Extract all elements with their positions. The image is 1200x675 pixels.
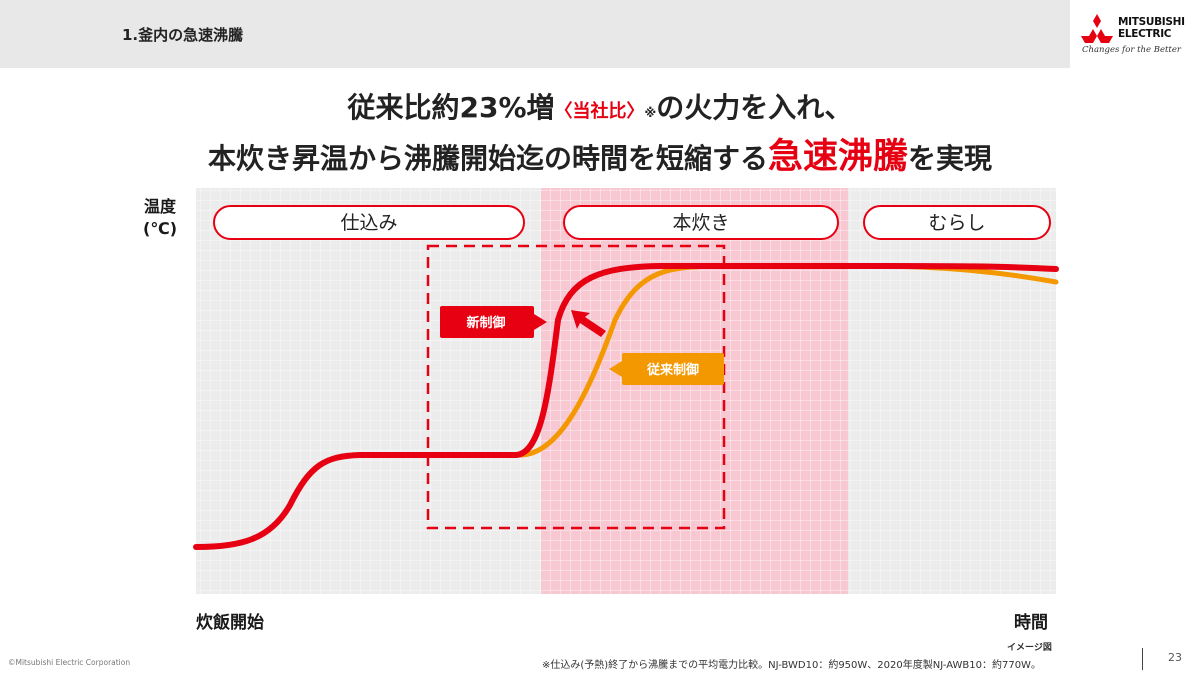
- logo-tagline: Changes for the Better: [1082, 45, 1181, 55]
- x-axis-start-label: 炊飯開始: [196, 613, 264, 633]
- headline-line2-red: 急速沸騰: [767, 137, 908, 177]
- phase-pill-murashi: むらし: [863, 205, 1051, 240]
- footer-divider: [1142, 648, 1143, 670]
- y-axis-label: 温度 (℃): [140, 196, 180, 240]
- logo-text-line2: ELECTRIC: [1118, 28, 1172, 40]
- page-title: 1.釜内の急速沸騰: [122, 26, 244, 44]
- header-bar: [0, 0, 1070, 68]
- phase-label-hondaki: 本炊き: [672, 212, 729, 234]
- headline-line1-note: ※: [644, 106, 657, 120]
- headline-line1-end: の火力を入れ、: [656, 91, 853, 124]
- old-control-label: 従来制御: [646, 362, 699, 378]
- phase-label-murashi: むらし: [928, 212, 985, 234]
- old-control-tag: 従来制御: [609, 353, 724, 385]
- headline-line2-end: を実現: [908, 142, 993, 175]
- page-number: 23: [1168, 651, 1182, 664]
- dashed-focus-box: [426, 244, 726, 530]
- phase-pill-hondaki: 本炊き: [563, 205, 839, 240]
- logo-text-line1: MITSUBISHI: [1118, 16, 1185, 28]
- footnote: ※仕込み(予熱)終了から沸騰までの平均電力比較。NJ-BWD10：約950W、2…: [542, 660, 1041, 671]
- new-control-label: 新制御: [466, 315, 505, 331]
- image-note: イメージ図: [1007, 643, 1052, 653]
- mitsubishi-logo: MITSUBISHI ELECTRIC Changes for the Bett…: [1078, 14, 1190, 58]
- new-control-arrow-icon: [571, 310, 606, 337]
- y-axis-label-temp: 温度: [143, 197, 176, 216]
- headline-line1-main: 従来比約23%増: [347, 91, 555, 124]
- headline-line1-red: 〈当社比〉: [554, 101, 645, 122]
- copyright: ©Mitsubishi Electric Corporation: [8, 658, 131, 667]
- three-diamonds-icon: [1081, 14, 1113, 43]
- phase-pill-shikomi: 仕込み: [213, 205, 525, 240]
- phase-label-shikomi: 仕込み: [340, 212, 397, 234]
- chart-grid: [196, 188, 1056, 594]
- headline-line2-main: 本炊き昇温から沸騰開始迄の時間を短縮する: [207, 142, 768, 175]
- x-axis-end-label: 時間: [1014, 613, 1048, 633]
- headline-line2: 本炊き昇温から沸騰開始迄の時間を短縮する急速沸騰を実現: [0, 128, 1200, 179]
- new-control-curve: [193, 263, 1059, 550]
- y-axis-label-unit: (℃): [143, 219, 177, 238]
- new-control-tag: 新制御: [440, 306, 547, 338]
- headline-line1: 従来比約23%増〈当社比〉※の火力を入れ、: [0, 86, 1200, 126]
